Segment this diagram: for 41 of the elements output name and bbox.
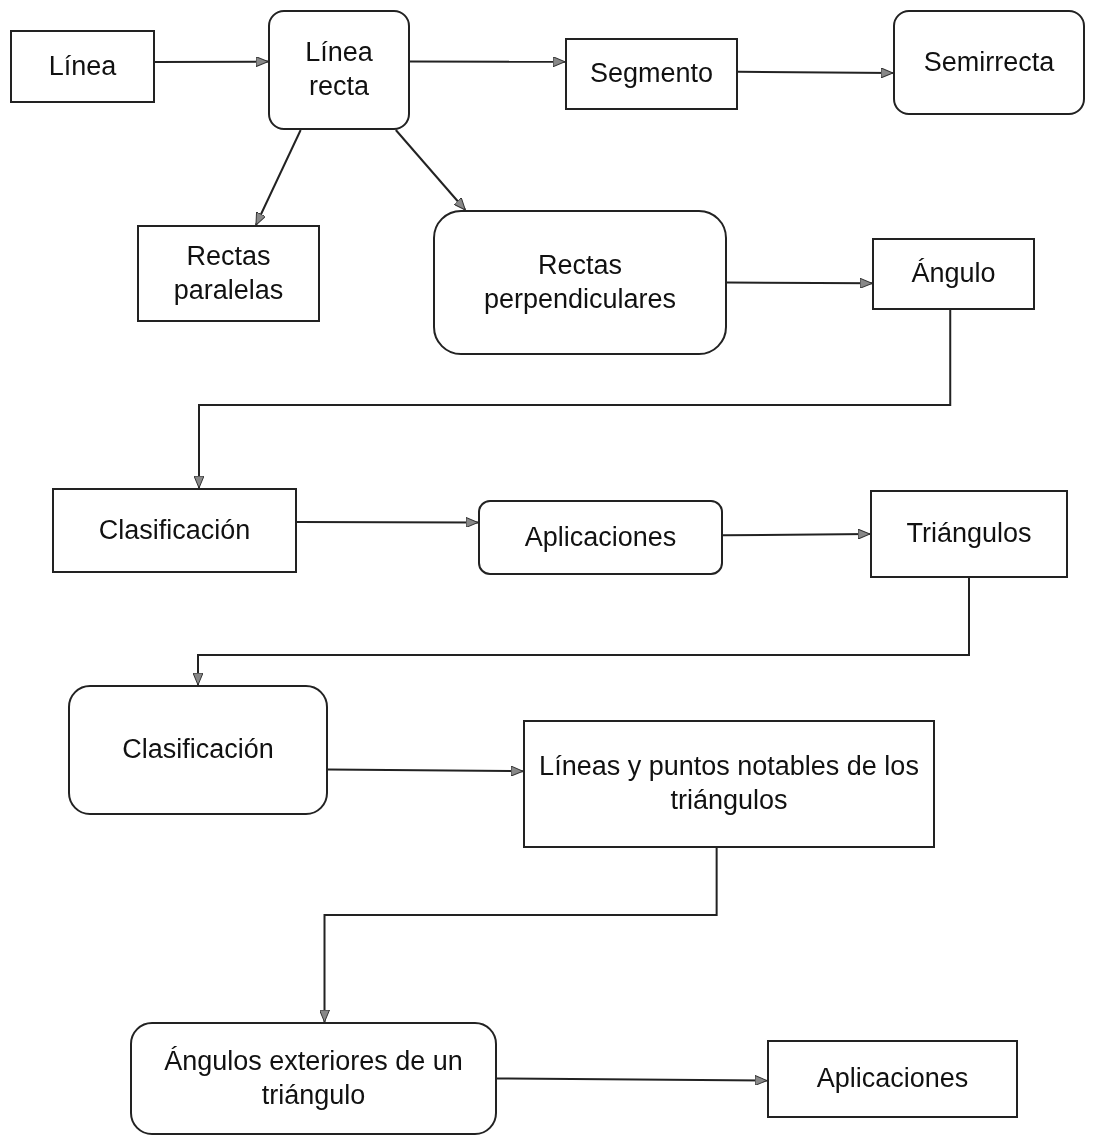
arrow bbox=[737, 67, 894, 79]
rounded-box bbox=[68, 685, 328, 815]
arrow bbox=[192, 577, 970, 686]
node-label: Clasificación bbox=[98, 513, 251, 547]
process-box bbox=[872, 238, 1035, 310]
node-label: Triángulos bbox=[906, 517, 1032, 551]
arrow bbox=[319, 847, 718, 1023]
process-box bbox=[565, 38, 738, 110]
rounded-box bbox=[433, 210, 727, 355]
arrow bbox=[409, 56, 566, 68]
node-label: Rectas paralelas bbox=[172, 239, 285, 307]
node-label: Ángulo bbox=[911, 257, 996, 291]
rounded-box bbox=[893, 10, 1085, 115]
node-label: Aplicaciones bbox=[816, 1062, 969, 1096]
node-label: Aplicaciones bbox=[524, 520, 677, 554]
process-box bbox=[523, 720, 935, 848]
arrow bbox=[193, 309, 952, 489]
node-label: Semirrecta bbox=[923, 45, 1055, 79]
node-label: Línea recta bbox=[304, 36, 374, 103]
arrow bbox=[154, 56, 269, 68]
process-box bbox=[52, 488, 297, 573]
node-label: Rectas perpendiculares bbox=[482, 248, 678, 316]
node-label: Clasificación bbox=[122, 733, 274, 767]
arrow bbox=[726, 277, 873, 289]
arrow bbox=[394, 129, 467, 211]
arrow bbox=[327, 765, 524, 777]
process-box bbox=[767, 1040, 1018, 1118]
process-box bbox=[10, 30, 155, 103]
arrow bbox=[296, 516, 479, 528]
rounded-box bbox=[130, 1022, 497, 1135]
node-label: Línea bbox=[48, 49, 117, 83]
arrow bbox=[496, 1074, 768, 1086]
process-box bbox=[137, 225, 320, 322]
rounded-box bbox=[268, 10, 410, 130]
process-box bbox=[870, 490, 1068, 578]
node-label: Líneas y puntos notables de los triángulos bbox=[538, 750, 920, 817]
node-label: Ángulos exteriores de un triángulo bbox=[163, 1044, 464, 1112]
arrow bbox=[254, 129, 302, 226]
arrow bbox=[722, 528, 871, 540]
node-label: Segmento bbox=[589, 57, 714, 91]
rounded-box bbox=[478, 500, 723, 575]
